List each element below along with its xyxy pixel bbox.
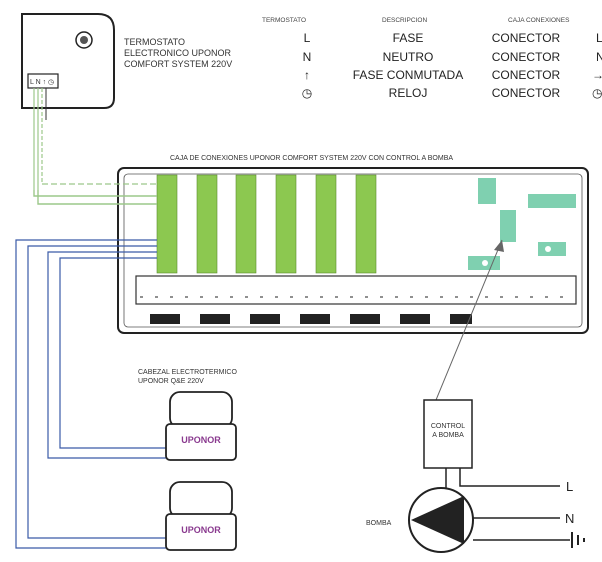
terminal-strip — [355, 174, 377, 274]
table-row-connector: CONECTOR — [492, 50, 561, 64]
terminal-strip — [156, 174, 178, 274]
thermostat-label-line3: COMFORT SYSTEM 220V — [124, 59, 232, 69]
thermostat-label-line2: ELECTRONICO UPONOR — [124, 48, 232, 58]
arrow-icon — [494, 240, 504, 252]
thermostat-terminal-block — [27, 73, 59, 89]
table-row-end: N — [596, 50, 602, 64]
pump-terminal — [538, 242, 566, 256]
connector-block — [250, 314, 280, 324]
terminal-strip — [315, 174, 337, 274]
table-row-symbol: L — [304, 31, 311, 45]
thermal-actuator: UPONOR — [165, 481, 237, 551]
table-row-description: FASE — [393, 31, 424, 45]
connection-box-title: CAJA DE CONEXIONES UPONOR COMFORT SYSTEM… — [170, 155, 453, 162]
thermostat-device: L N ↑ ◷ — [21, 13, 115, 190]
pump-control-box: CONTROL A BOMBA — [423, 399, 473, 469]
pump-line-n: N — [565, 511, 574, 526]
bottom-rail — [135, 275, 577, 305]
actuator-brand: UPONOR — [181, 525, 221, 535]
table-row-description: RELOJ — [389, 86, 428, 100]
connector-block — [300, 314, 330, 324]
pump-relay-component — [528, 194, 576, 208]
table-header-thermostat: TERMOSTATO — [262, 17, 306, 24]
terminal-strip — [235, 174, 257, 274]
connection-table: TERMOSTATO DESCRIPCION CAJA CONEXIONES L… — [262, 17, 602, 100]
table-row-end: L — [596, 31, 602, 45]
actuator-wires — [15, 239, 170, 549]
table-row-symbol: N — [303, 50, 312, 64]
table-header-connections: CAJA CONEXIONES — [508, 17, 570, 24]
connection-box — [117, 167, 589, 334]
actuator-label-line2: UPONOR Q&E 220V — [138, 378, 204, 385]
actuator-brand: UPONOR — [181, 435, 221, 445]
pump-label: BOMBA — [366, 520, 392, 527]
thermostat-wires — [33, 183, 157, 205]
connector-block — [350, 314, 380, 324]
pump-control-label-line2: A BOMBA — [432, 432, 464, 439]
connector-block — [450, 314, 472, 324]
pump-icon — [411, 496, 464, 544]
table-row-description: NEUTRO — [383, 50, 434, 64]
connector-block — [200, 314, 230, 324]
table-row-connector: CONECTOR — [492, 86, 561, 100]
pump-symbol — [408, 468, 585, 553]
pump-control-line — [435, 239, 503, 401]
thermostat-terminals: L N ↑ ◷ — [30, 79, 54, 86]
table-row-connector: CONECTOR — [492, 68, 561, 82]
actuator-label-line1: CABEZAL ELECTROTERMICO — [138, 369, 237, 376]
pump-relay-component — [500, 210, 516, 242]
thermostat-label-line1: TERMOSTATO — [124, 37, 185, 47]
connector-block — [150, 314, 180, 324]
table-row-description: FASE CONMUTADA — [353, 68, 463, 82]
terminal-strip — [196, 174, 218, 274]
pump-relay-component — [478, 178, 496, 204]
table-header-description: DESCRIPCION — [382, 17, 427, 24]
connector-block — [400, 314, 430, 324]
table-row-end: → — [592, 68, 602, 82]
thermostat-label: TERMOSTATO ELECTRONICO UPONOR COMFORT SY… — [124, 37, 232, 69]
table-row-connector: CONECTOR — [492, 31, 561, 45]
table-row-symbol: ◷ — [302, 86, 312, 100]
table-row-symbol: ↑ — [304, 68, 310, 82]
table-row-end: ◷ — [592, 86, 602, 100]
thermal-actuator: UPONOR — [165, 391, 237, 461]
pump-control-label-line1: CONTROL — [431, 423, 465, 430]
terminal-strip — [275, 174, 297, 274]
pump-line-l: L — [566, 479, 573, 494]
